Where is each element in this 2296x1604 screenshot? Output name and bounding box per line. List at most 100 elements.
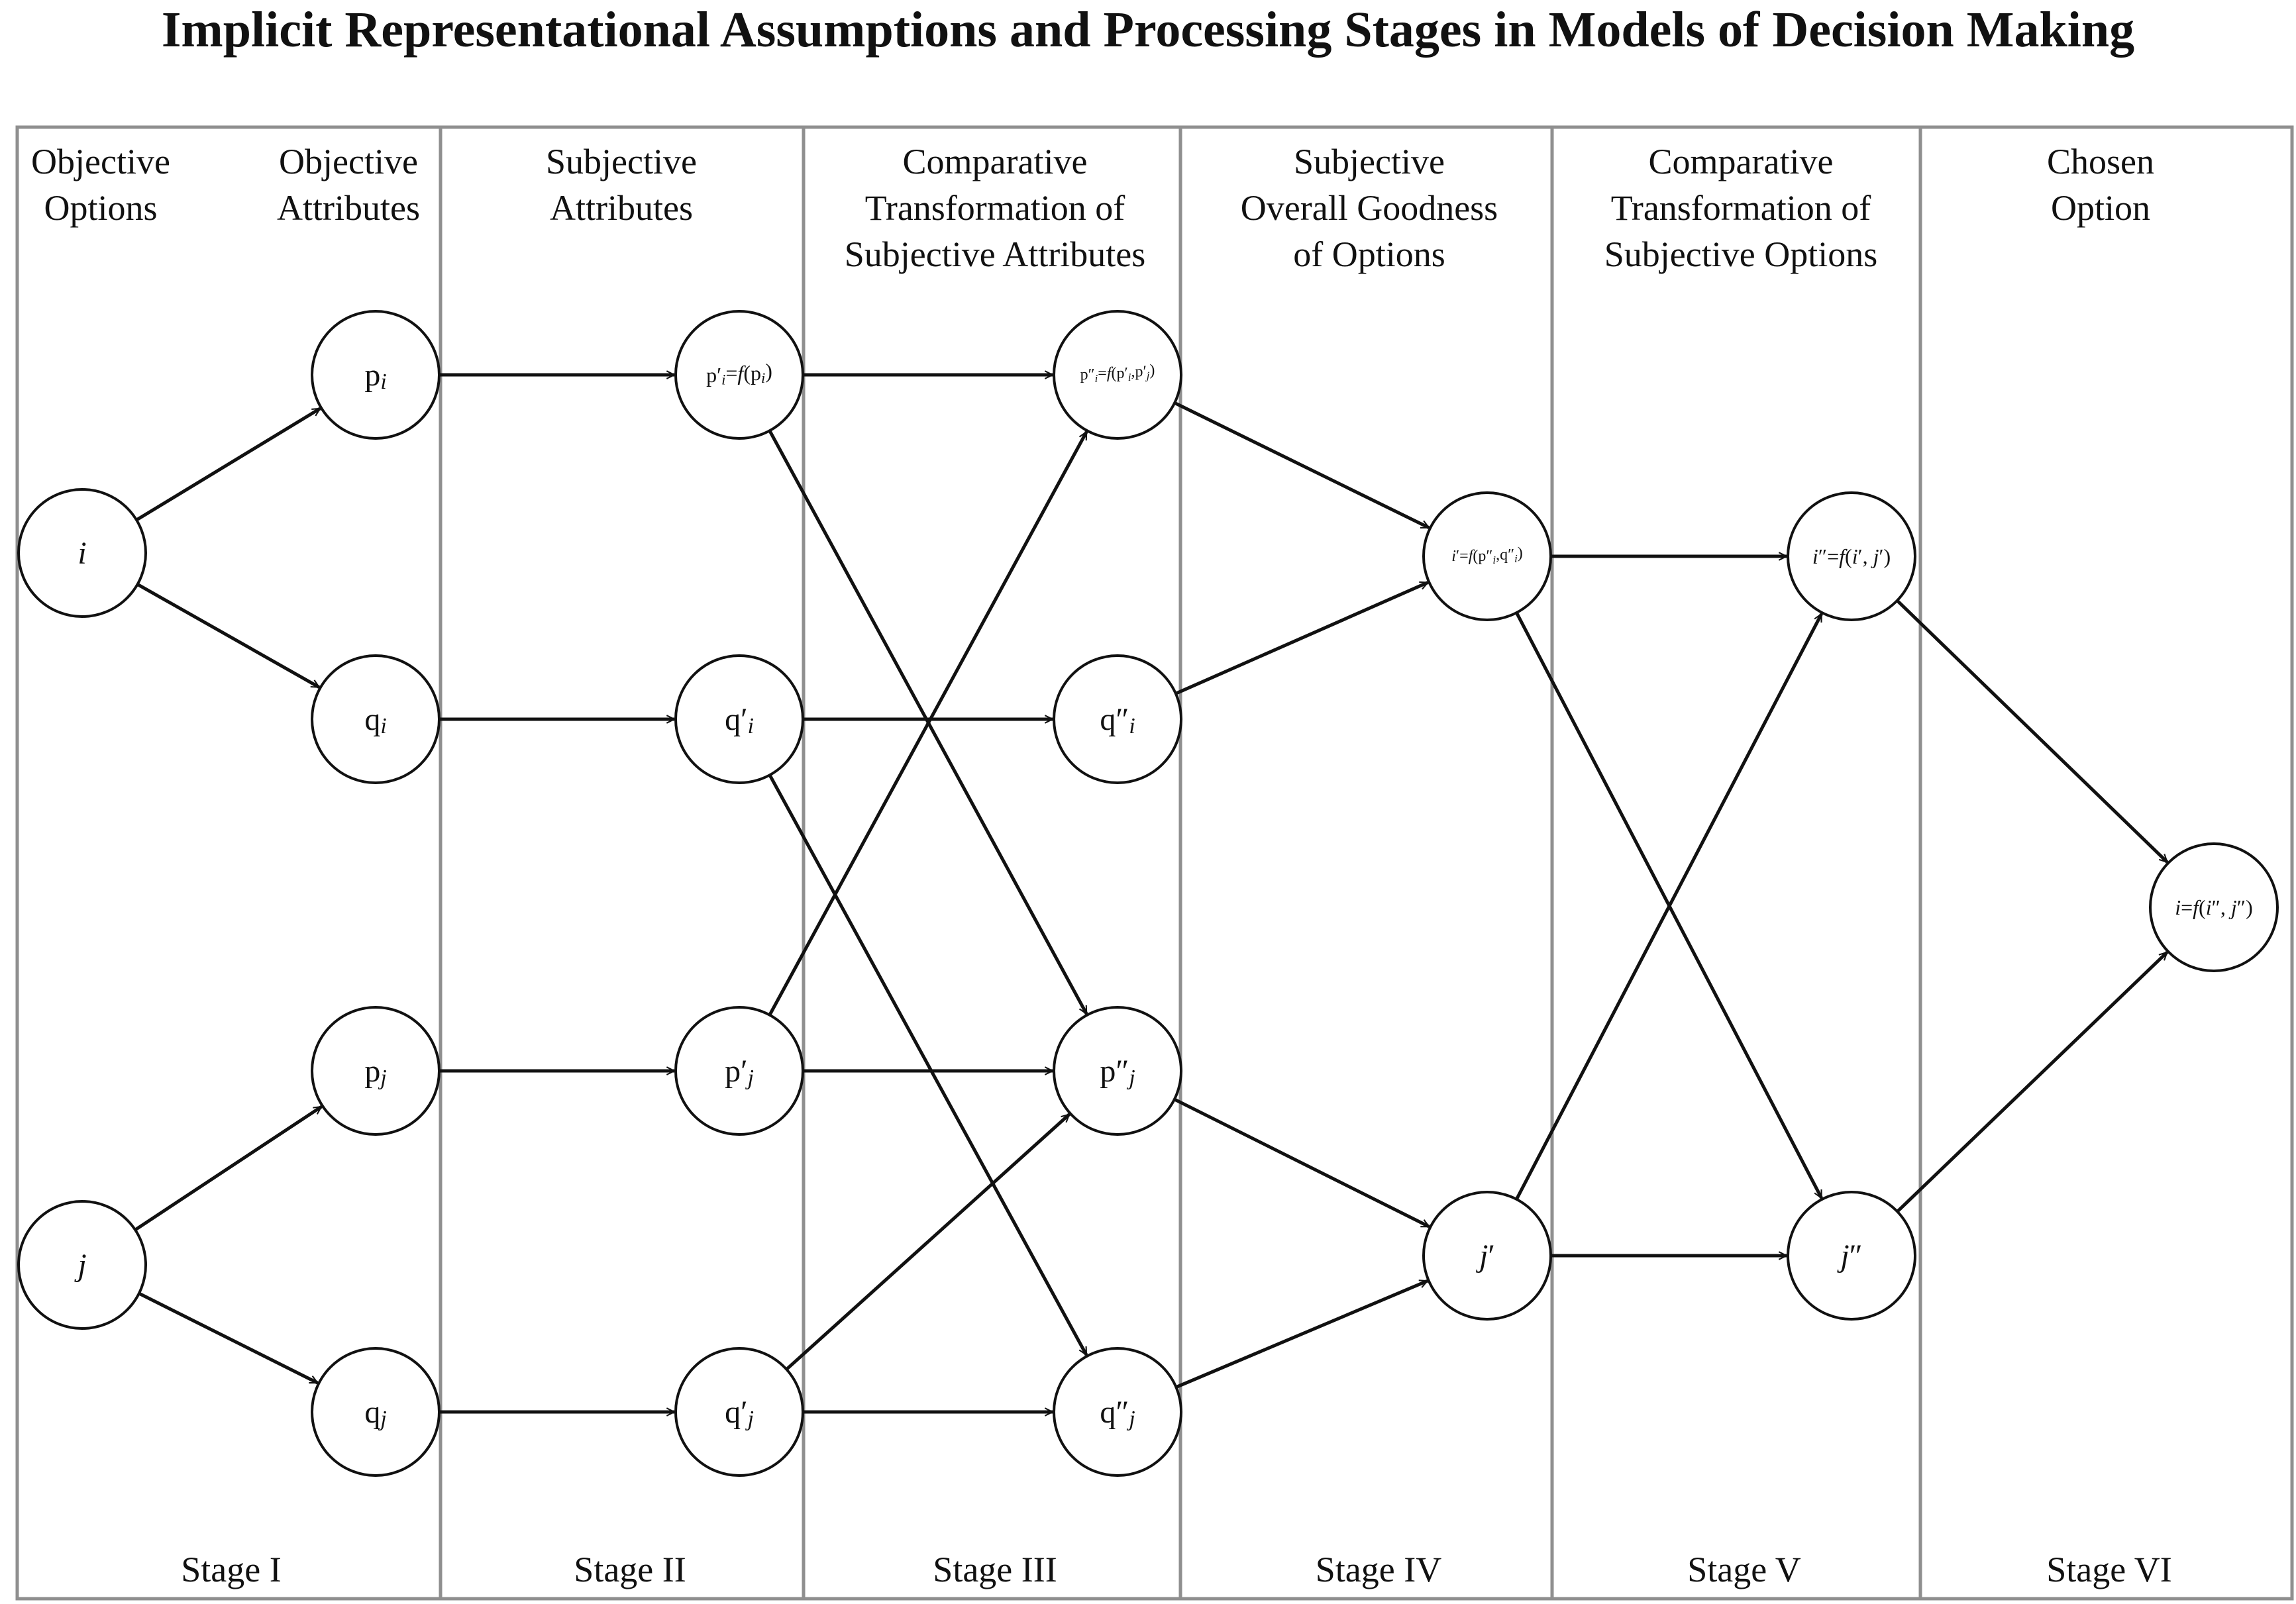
node-label-part: j xyxy=(1126,1066,1135,1090)
node: p″i=f(p′i,p′j) xyxy=(1053,310,1182,440)
node: i xyxy=(17,488,147,618)
node-label-part: q xyxy=(364,1395,380,1430)
node-label-part: = xyxy=(2181,895,2193,919)
header-line: Attributes xyxy=(277,188,420,228)
node-label-part: q″ xyxy=(1100,702,1129,737)
node: p′i=f(pi) xyxy=(674,310,804,440)
edge-arrow xyxy=(136,583,319,689)
node-label: pi xyxy=(364,358,386,394)
node-label-part: q′ xyxy=(725,702,748,737)
header-line: of Options xyxy=(1293,234,1445,274)
node-label-part: ′ xyxy=(1488,1238,1495,1274)
node-label-part: q′ xyxy=(725,1395,748,1430)
node-circle xyxy=(1787,1191,1916,1321)
node-label-part: j xyxy=(378,1066,386,1090)
node-label-part: i xyxy=(1492,554,1496,566)
node: pi xyxy=(311,310,441,440)
node-label-part: j xyxy=(378,1407,386,1431)
node-label-part: i xyxy=(380,714,386,738)
node: p′j xyxy=(674,1006,804,1136)
node-label-part: i xyxy=(1128,370,1131,383)
node-label: qi xyxy=(364,702,386,738)
node-circle xyxy=(674,310,804,440)
header-line: Comparative xyxy=(903,142,1088,181)
node-label-part: ″ xyxy=(1850,1238,1863,1274)
header-line: Attributes xyxy=(550,188,693,228)
header-line: Subjective Attributes xyxy=(845,234,1145,274)
node-circle xyxy=(17,1200,147,1330)
stage-label: Stage I xyxy=(181,1550,281,1589)
node-label-part: i xyxy=(380,370,386,394)
node-circle xyxy=(17,488,147,618)
node-circle xyxy=(674,1347,804,1477)
node-circle xyxy=(674,654,804,784)
node-label-part: p′ xyxy=(725,1054,748,1089)
node-label-part: ) xyxy=(1149,362,1155,379)
node-label-part: ′, xyxy=(1858,544,1873,568)
node: i′=f(p″i,q″i) xyxy=(1422,491,1552,621)
edge-arrow xyxy=(1174,401,1429,530)
stage-label: Stage VI xyxy=(2046,1550,2171,1589)
node-label-part: j xyxy=(2228,895,2237,919)
edge-arrow xyxy=(768,432,1088,1016)
node-label-part: i xyxy=(1514,552,1518,564)
stage-panel-border xyxy=(1178,125,1554,1601)
node: j′ xyxy=(1422,1191,1552,1321)
header-line: Subjective xyxy=(1294,142,1445,181)
node: pj xyxy=(311,1006,441,1136)
node-label-part: i xyxy=(1812,544,1818,568)
node-label-part: i xyxy=(1095,372,1098,385)
node-circle xyxy=(1053,1347,1182,1477)
node: q″j xyxy=(1053,1347,1182,1477)
node-label-part: ) xyxy=(765,359,772,383)
edges xyxy=(134,375,2169,1412)
nodes: ijpiqipjqjp′i=f(pi)q′ip′jq′jp″i=f(p′i,p′… xyxy=(17,310,2279,1477)
header-line: Option xyxy=(2051,188,2150,228)
node: qi xyxy=(311,654,441,784)
node-label: q″j xyxy=(1100,1395,1135,1431)
node-label-part: j xyxy=(1126,1407,1135,1431)
node-label-part: ″, xyxy=(2212,895,2231,919)
node-label-part: i xyxy=(2175,895,2181,919)
node: qj xyxy=(311,1347,441,1477)
stage-label: Stage V xyxy=(1687,1550,1801,1589)
stage-label: Stage IV xyxy=(1316,1550,1441,1589)
node: j xyxy=(17,1200,147,1330)
node-label: q″i xyxy=(1100,702,1135,738)
node-label-part: ″) xyxy=(2237,895,2253,919)
node-label: p′i=f(pi) xyxy=(706,359,772,387)
node-label: i″=f(i′, j′) xyxy=(1812,544,1891,568)
figure-title: Implicit Representational Assumptions an… xyxy=(162,2,2134,58)
node-label-part: i xyxy=(1451,548,1456,565)
node-circle xyxy=(1053,1006,1182,1136)
edge-arrow xyxy=(134,1105,321,1232)
header-line: Overall Goodness xyxy=(1241,188,1498,228)
node-label-part: (p′ xyxy=(1112,365,1128,382)
node-label: i′=f(p″i,q″i) xyxy=(1451,545,1522,566)
edge-arrow xyxy=(1174,581,1428,695)
node-label-part: q″ xyxy=(1100,1395,1129,1430)
node-label-part: p xyxy=(364,358,380,393)
stage-panel-border xyxy=(1550,125,1922,1601)
node-label-part: ) xyxy=(1518,545,1523,562)
node-label-part: i xyxy=(721,371,725,387)
node-circle xyxy=(1053,654,1182,784)
node-label: p″i=f(p′i,p′j) xyxy=(1080,362,1155,385)
header-line: Objective xyxy=(31,142,170,181)
header-line: Subjective Options xyxy=(1604,234,1877,274)
node-label: i xyxy=(78,536,86,571)
node: q′j xyxy=(674,1347,804,1477)
node-label-part: ,p′ xyxy=(1131,364,1146,381)
header-line: Subjective xyxy=(546,142,697,181)
node-label: j″ xyxy=(1836,1238,1862,1274)
stage-label: Stage II xyxy=(574,1550,686,1589)
node: q″i xyxy=(1053,654,1182,784)
node-label-part: = xyxy=(725,361,737,385)
